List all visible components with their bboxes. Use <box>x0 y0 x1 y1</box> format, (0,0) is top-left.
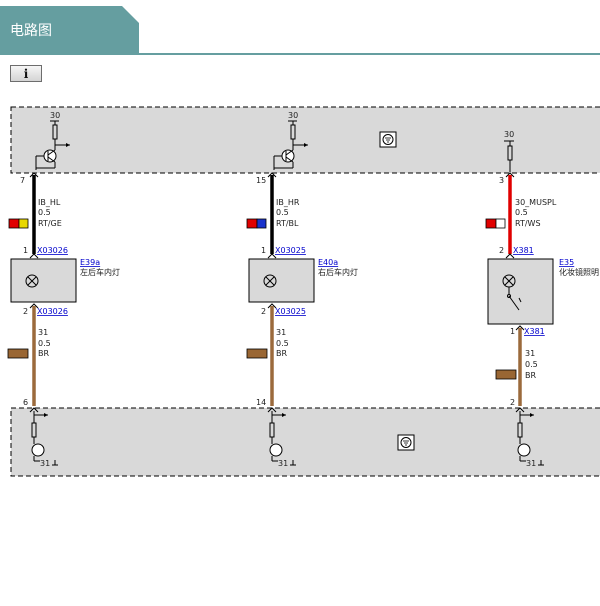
wire-swatch-3a <box>485 218 497 229</box>
pin-bottom-1: 6 <box>23 398 28 407</box>
wire-bottom-name-3: 31 <box>525 349 535 358</box>
component-pin-bottom-2: 2 <box>261 307 266 316</box>
wire-bottom-size-2: 0.5 <box>276 339 289 348</box>
driver-transistor-2: 30 <box>273 111 308 170</box>
wire-bottom-name-1: 31 <box>38 328 48 337</box>
info-button[interactable]: i <box>10 65 42 82</box>
wire-swatch-1b <box>18 218 29 229</box>
pin-bottom-3: 2 <box>510 398 515 407</box>
circuit-2: 15 IB_HR 0.5 RT/BL 1 X03025 E40a 右后车内灯 2… <box>246 172 358 413</box>
wire-color-2: RT/BL <box>276 219 299 228</box>
wire-size-2: 0.5 <box>276 208 289 217</box>
wire-color-1: RT/GE <box>38 219 62 228</box>
ground-driver-1: 31 <box>31 411 58 468</box>
component-pin-bottom-1: 2 <box>23 307 28 316</box>
ground-symbol-icon <box>379 131 397 148</box>
supply-label-2: 30 <box>288 111 298 120</box>
switch-icon <box>507 294 511 298</box>
component-link-e40a[interactable]: E40a <box>318 258 338 267</box>
component-box-e40a[interactable] <box>248 258 315 303</box>
circuit-1: 7 IB_HL 0.5 RT/GE 1 X03026 E39a 左后车内灯 2 … <box>7 172 120 413</box>
component-pin-top-3: 2 <box>499 246 504 255</box>
ground-label-2: 31 <box>278 459 288 468</box>
component-name-e39a: 左后车内灯 <box>80 267 120 277</box>
ground-label-3: 31 <box>526 459 536 468</box>
wire-bottom-name-2: 31 <box>276 328 286 337</box>
wire-name-2: IB_HR <box>276 198 300 207</box>
wire-color-3: RT/WS <box>515 219 541 228</box>
wire-swatch-3b <box>495 218 506 229</box>
lamp-icon <box>263 274 277 288</box>
pin-top-3: 3 <box>499 176 504 185</box>
wire-name-3: 30_MUSPL <box>515 198 557 207</box>
wire-bottom-size-1: 0.5 <box>38 339 51 348</box>
ground-driver-2: 31 <box>269 411 296 468</box>
header-bar: 电路图 <box>0 0 600 56</box>
component-pin-bottom-3: 1 <box>510 327 515 336</box>
component-pin-top-2: 1 <box>261 246 266 255</box>
supply-label-3: 30 <box>504 130 514 139</box>
info-icon: i <box>23 66 29 81</box>
pin-bottom-2: 14 <box>256 398 266 407</box>
component-box-e39a[interactable] <box>10 258 77 303</box>
connector-link-bottom-3[interactable]: X381 <box>524 327 545 336</box>
wire-name-1: IB_HL <box>38 198 61 207</box>
connector-link-bottom-1[interactable]: X03026 <box>37 307 68 316</box>
header-divider <box>0 53 600 55</box>
connector-link-top-1[interactable]: X03026 <box>37 246 68 255</box>
connector-link-top-3[interactable]: X381 <box>513 246 534 255</box>
wire-bottom-color-2: BR <box>276 349 287 358</box>
wire-swatch-1-bottom <box>7 348 29 359</box>
component-name-e40a: 右后车内灯 <box>318 267 358 277</box>
lamp-icon <box>25 274 39 288</box>
component-box-e35[interactable] <box>487 258 554 325</box>
wire-size-1: 0.5 <box>38 208 51 217</box>
header-tab <box>0 6 139 54</box>
component-link-e35[interactable]: E35 <box>559 258 574 267</box>
ground-label-1: 31 <box>40 459 50 468</box>
wire-swatch-1a <box>8 218 20 229</box>
component-name-e35: 化妆镜照明 <box>559 267 599 277</box>
component-pin-top-1: 1 <box>23 246 28 255</box>
wire-swatch-2-bottom <box>246 348 268 359</box>
supply-label-1: 30 <box>50 111 60 120</box>
wire-bottom-color-1: BR <box>38 349 49 358</box>
page-title: 电路图 <box>10 23 52 39</box>
pin-top-1: 7 <box>20 176 25 185</box>
supply-fuse-3: 30 <box>504 130 514 172</box>
connector-link-bottom-2[interactable]: X03025 <box>275 307 306 316</box>
wire-size-3: 0.5 <box>515 208 528 217</box>
connector-link-top-2[interactable]: X03025 <box>275 246 306 255</box>
wire-bottom-color-3: BR <box>525 371 536 380</box>
ground-driver-3: 31 <box>517 411 544 468</box>
pin-top-2: 15 <box>256 176 266 185</box>
component-link-e39a[interactable]: E39a <box>80 258 100 267</box>
wire-swatch-3-bottom <box>495 369 517 380</box>
wire-swatch-2b <box>256 218 267 229</box>
wire-swatch-2a <box>246 218 258 229</box>
bottom-module-box <box>10 407 600 477</box>
top-module-box <box>10 106 600 174</box>
wire-bottom-size-3: 0.5 <box>525 360 538 369</box>
ground-symbol-icon <box>397 434 415 451</box>
circuit-3: 3 30_MUSPL 0.5 RT/WS 2 X381 E35 化妆镜照明 1 … <box>485 172 599 413</box>
driver-transistor-1: 30 <box>35 111 70 170</box>
